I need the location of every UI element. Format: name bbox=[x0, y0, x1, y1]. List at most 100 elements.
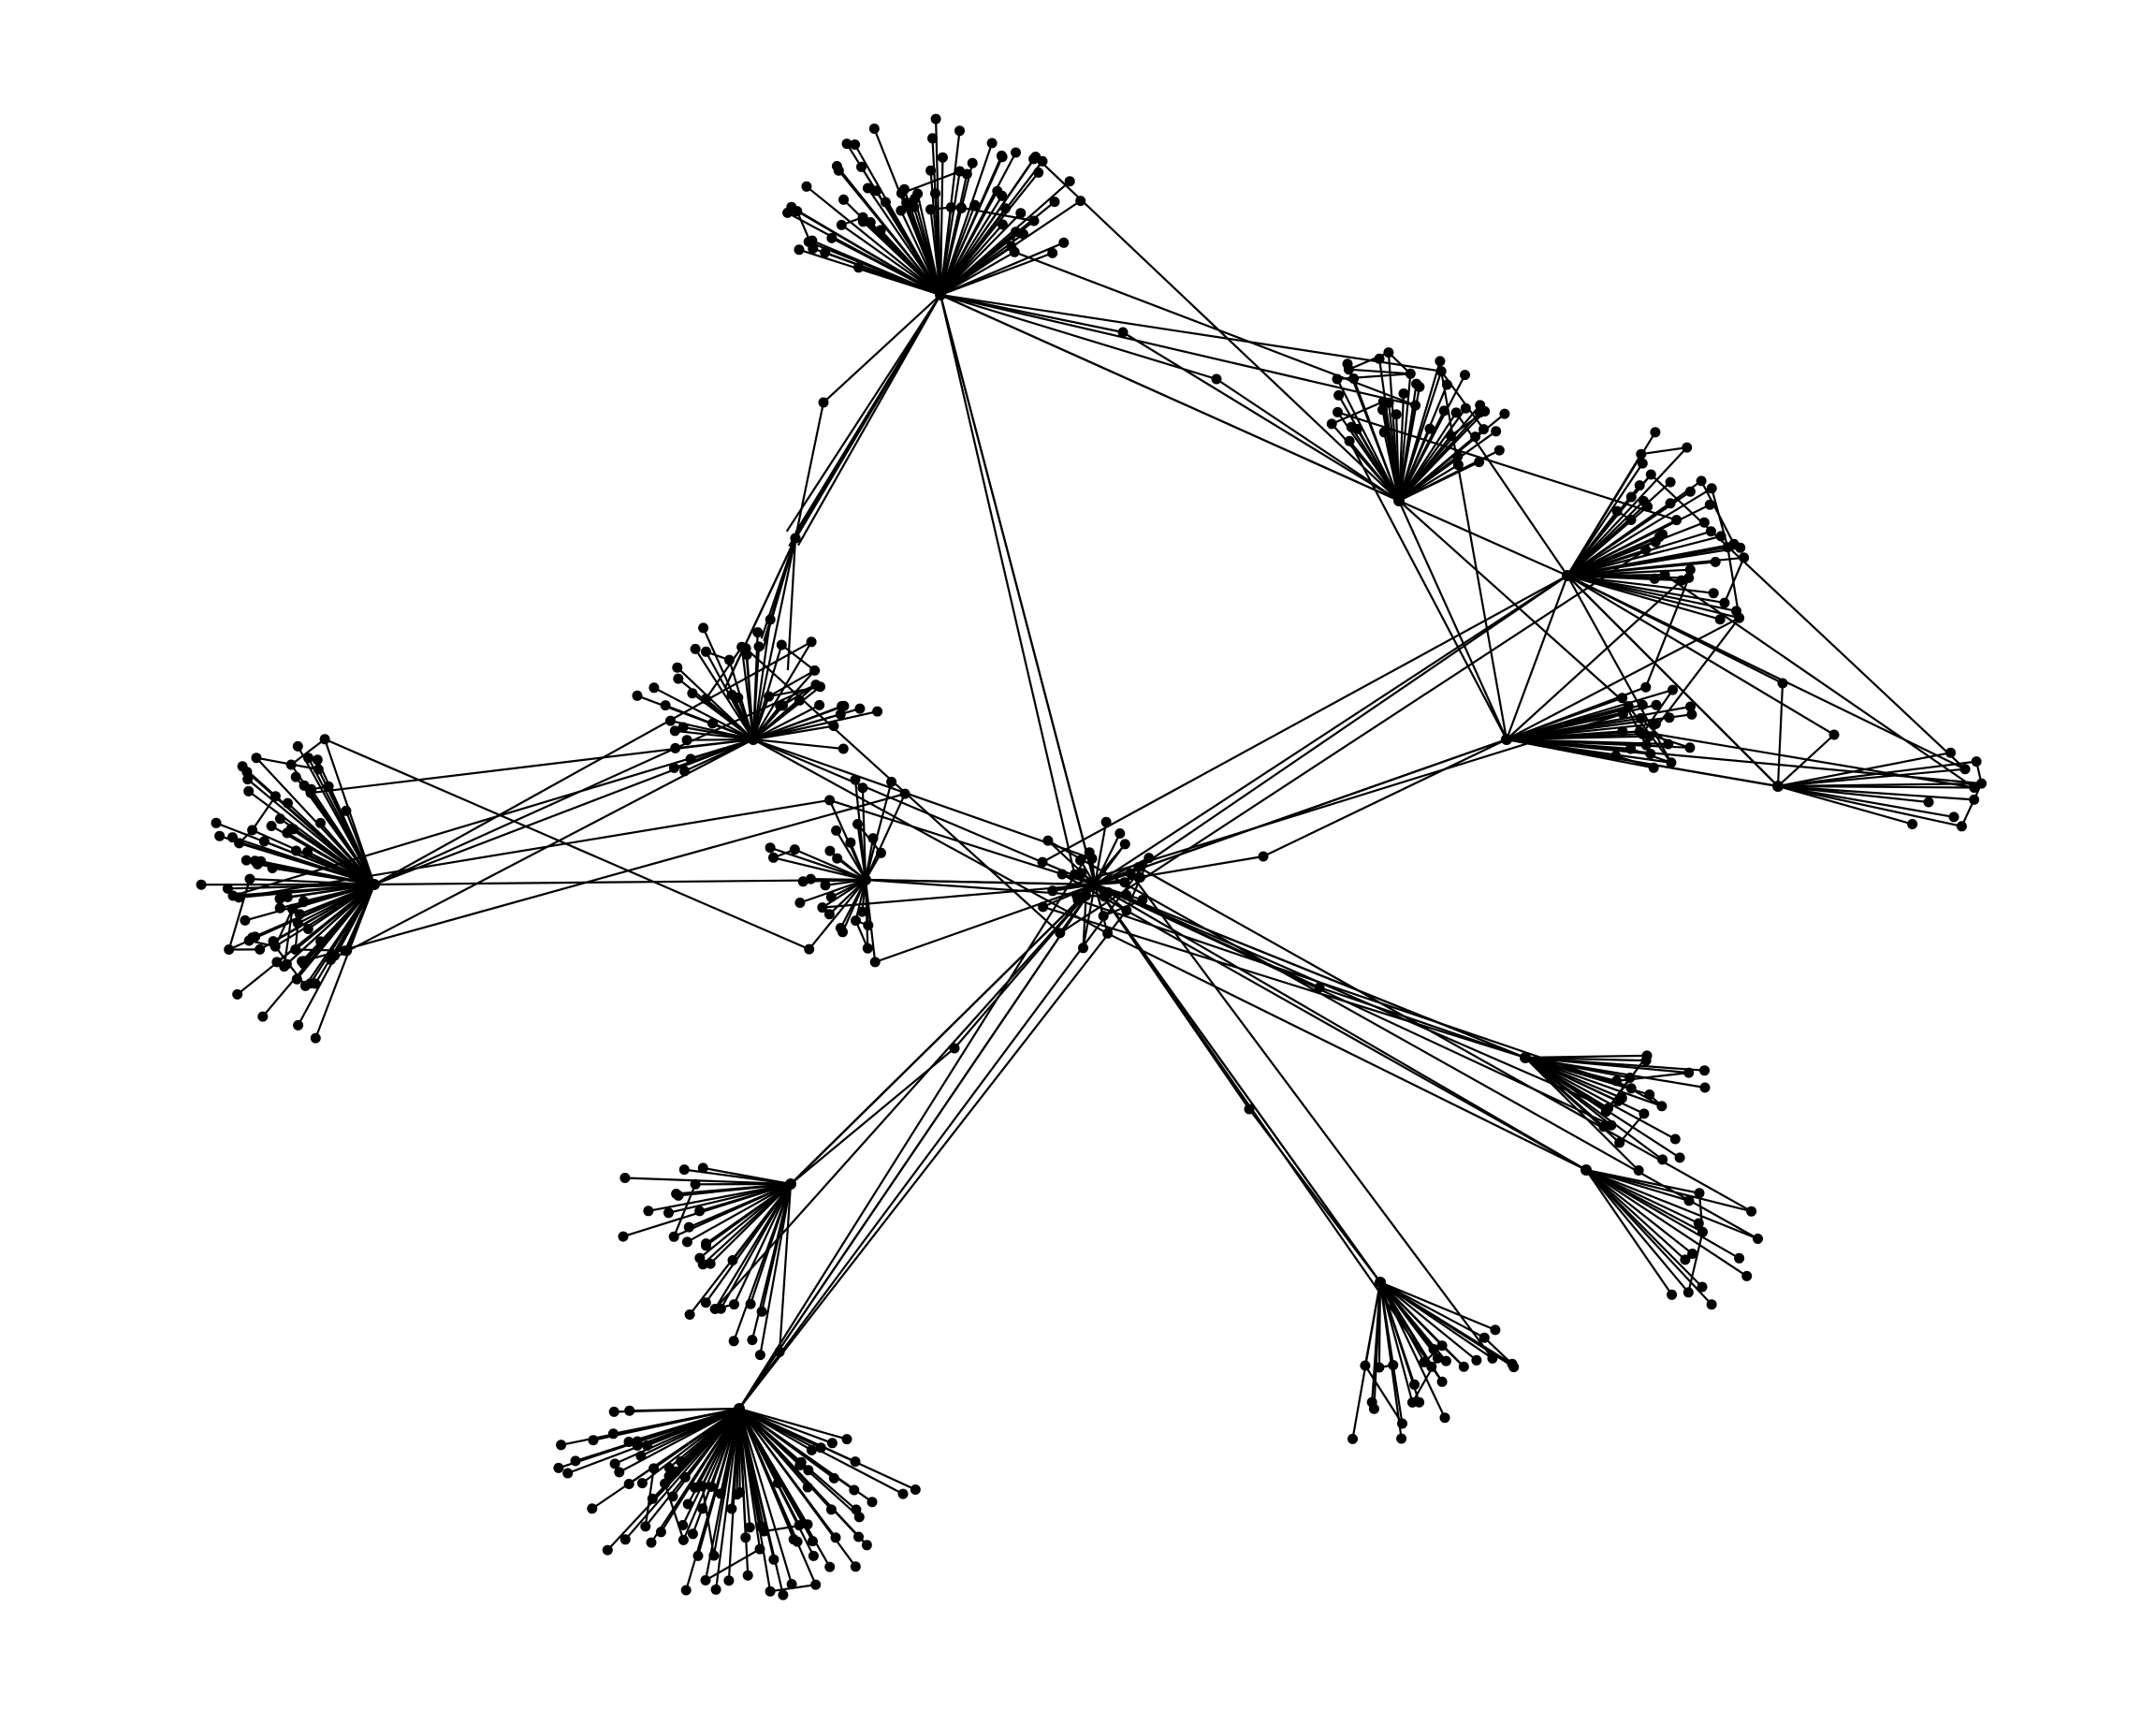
cluster-edge bbox=[1566, 504, 1711, 577]
inter-cluster-edge bbox=[1094, 883, 1610, 1110]
leaf-node bbox=[340, 945, 351, 957]
leaf-node bbox=[274, 893, 285, 904]
leaf-node bbox=[285, 824, 297, 835]
cluster-edge bbox=[939, 207, 963, 296]
cluster-edge bbox=[940, 152, 1017, 296]
leaf-node bbox=[562, 1468, 574, 1479]
leaf-node bbox=[677, 722, 689, 733]
leaf-node bbox=[740, 1532, 751, 1543]
leaf-node bbox=[706, 1482, 717, 1492]
leaf-node bbox=[341, 805, 352, 816]
leaf-node bbox=[1643, 731, 1654, 742]
leaf-node bbox=[741, 650, 752, 660]
leaf-node bbox=[862, 183, 873, 194]
leaf-node bbox=[773, 1477, 783, 1488]
leaf-node bbox=[1706, 1299, 1717, 1310]
leaf-node bbox=[869, 957, 881, 968]
leaf-node bbox=[871, 185, 882, 197]
cluster-edge bbox=[808, 879, 867, 950]
leaf-node bbox=[1346, 421, 1357, 432]
inter-cluster-edge bbox=[939, 294, 1097, 885]
leaf-node bbox=[705, 1258, 716, 1269]
leaf-node bbox=[1722, 542, 1733, 553]
leaf-node bbox=[954, 125, 965, 137]
relay-edge bbox=[954, 884, 1096, 1049]
leaf-node bbox=[1452, 460, 1464, 471]
leaf-node bbox=[1435, 356, 1446, 367]
cluster-edge bbox=[249, 878, 375, 886]
leaf-node bbox=[1424, 423, 1435, 434]
leaf-node bbox=[759, 1526, 770, 1537]
cluster-edge bbox=[1566, 446, 1688, 577]
leaf-node bbox=[1625, 515, 1637, 525]
leaf-node bbox=[786, 1579, 797, 1589]
leaf-edge bbox=[780, 644, 816, 672]
leaf-node bbox=[828, 1472, 839, 1484]
cluster-edge bbox=[1777, 784, 1974, 789]
leaf-node bbox=[1684, 742, 1696, 753]
leaf-node bbox=[670, 742, 681, 753]
leaf-node bbox=[243, 785, 255, 797]
leaf-node bbox=[1683, 1287, 1694, 1298]
leaf-node bbox=[1710, 556, 1721, 567]
leaf-node bbox=[1493, 445, 1505, 456]
leaf-node bbox=[570, 1455, 581, 1467]
cluster-edge bbox=[752, 641, 813, 740]
leaf-node bbox=[744, 1522, 755, 1533]
relay-edge bbox=[1094, 884, 1250, 1110]
leaf-node bbox=[587, 1503, 598, 1514]
cluster-edge bbox=[1395, 414, 1401, 502]
cluster-edge bbox=[840, 224, 941, 296]
hub-node bbox=[1581, 1164, 1592, 1176]
leaf-node bbox=[1119, 877, 1130, 888]
leaf-node bbox=[1645, 469, 1656, 480]
leaf-node bbox=[715, 1303, 726, 1314]
inter-cluster-edge bbox=[1013, 251, 1416, 407]
leaf-node bbox=[1075, 196, 1086, 207]
leaf-node bbox=[1698, 517, 1710, 528]
leaf-node bbox=[1625, 491, 1637, 503]
inter-cluster-edge bbox=[1506, 738, 1779, 788]
leaf-edge bbox=[283, 908, 294, 967]
leaf-node bbox=[863, 920, 874, 931]
cluster-edge bbox=[295, 884, 375, 951]
cluster-edge bbox=[746, 654, 755, 740]
leaf-edge bbox=[705, 646, 743, 700]
leaf-node bbox=[754, 1543, 765, 1555]
cluster-edge bbox=[1336, 378, 1400, 502]
leaf-node bbox=[1640, 739, 1652, 751]
cluster-edge bbox=[761, 1183, 793, 1312]
inter-cluster-edge bbox=[1129, 575, 1568, 875]
inter-cluster-edge bbox=[1506, 617, 1741, 740]
cluster-edge bbox=[1585, 1169, 1748, 1278]
leaf-node bbox=[826, 1438, 838, 1449]
cluster-edge bbox=[1585, 1169, 1673, 1295]
relay-node bbox=[1117, 327, 1129, 338]
leaf-node bbox=[1611, 1075, 1622, 1087]
leaf-node bbox=[802, 1519, 813, 1530]
leaf-node bbox=[745, 1298, 756, 1309]
cluster-edge bbox=[677, 666, 754, 740]
leaf-node bbox=[1499, 408, 1510, 419]
inter-cluster-edge bbox=[329, 738, 754, 961]
cluster-edge bbox=[828, 879, 867, 915]
relay-node bbox=[1211, 373, 1222, 385]
cluster-edge bbox=[1397, 360, 1441, 502]
leaf-node bbox=[1617, 693, 1628, 704]
leaf-node bbox=[997, 190, 1008, 201]
cluster-edge bbox=[1524, 1057, 1639, 1172]
leaf-node bbox=[1411, 378, 1422, 389]
leaf-node bbox=[1633, 1165, 1644, 1176]
leaf-node bbox=[851, 1504, 862, 1515]
cluster-edge bbox=[1379, 1281, 1443, 1347]
inter-cluster-edge bbox=[1047, 840, 1759, 1240]
leaf-node bbox=[298, 897, 309, 908]
leaf-node bbox=[733, 692, 744, 703]
leaf-node bbox=[861, 1540, 872, 1551]
leaf-node bbox=[850, 1456, 861, 1468]
leaf-node bbox=[258, 836, 270, 847]
inter-cluster-edge bbox=[1505, 575, 1569, 740]
cluster-edge bbox=[1094, 884, 1128, 912]
relay-node bbox=[818, 397, 829, 408]
leaf-node bbox=[1956, 821, 1967, 832]
